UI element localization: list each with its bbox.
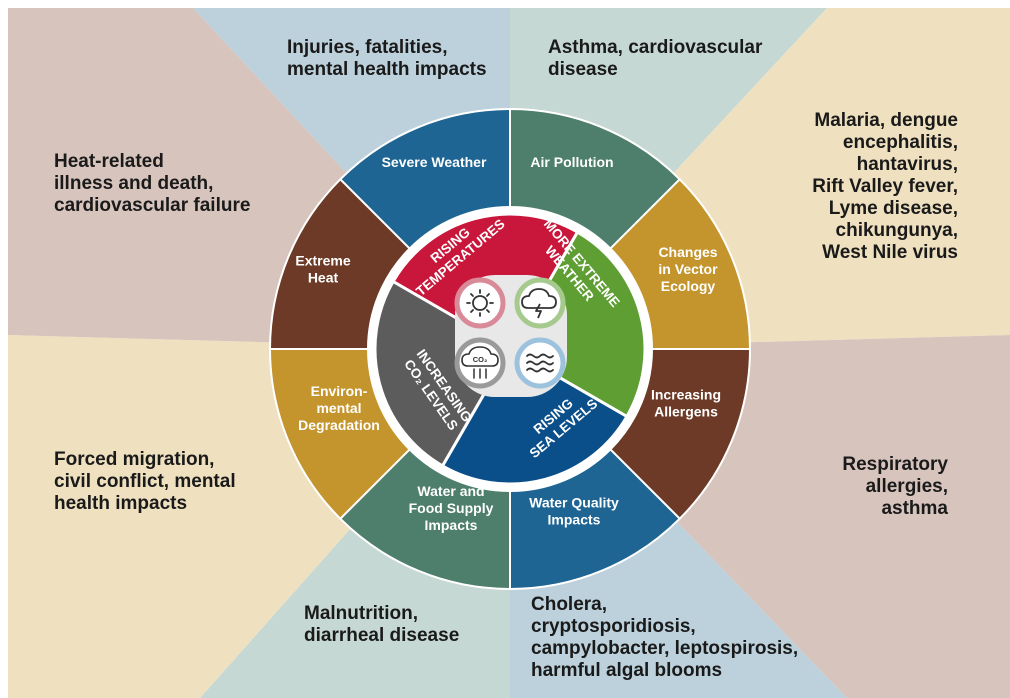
co2-icon-label: CO₂ <box>473 355 488 364</box>
co2-cloud-icon: CO₂ <box>454 337 506 389</box>
impact-asthma-cardiovascular: Asthma, cardiovascular disease <box>548 37 763 80</box>
waves-icon <box>514 337 566 389</box>
driver-co2 <box>373 280 512 468</box>
sun-icon <box>454 277 506 329</box>
segment-label-air-pollution: Air Pollution <box>530 154 613 170</box>
driver-sea-levels <box>441 347 629 486</box>
impact-vector-diseases: Malaria, dengue encephalitis, hantavirus… <box>812 110 958 263</box>
impact-malnutrition: Malnutrition, diarrheal disease <box>304 603 460 646</box>
driver-extreme-weather <box>508 230 647 418</box>
impact-cholera: Cholera, cryptosporidiosis, campylobacte… <box>531 594 799 681</box>
center-icons: CO₂ <box>454 275 567 397</box>
storm-cloud-icon <box>514 277 566 329</box>
impact-respiratory-allergies: Respiratory allergies, asthma <box>842 454 948 519</box>
impact-forced-migration: Forced migration, civil conflict, mental… <box>54 449 236 514</box>
impact-heat-related: Heat-related illness and death, cardiova… <box>54 151 251 216</box>
segment-label-severe-weather: Severe Weather <box>382 154 487 170</box>
impact-injuries: Injuries, fatalities, mental health impa… <box>287 37 487 80</box>
